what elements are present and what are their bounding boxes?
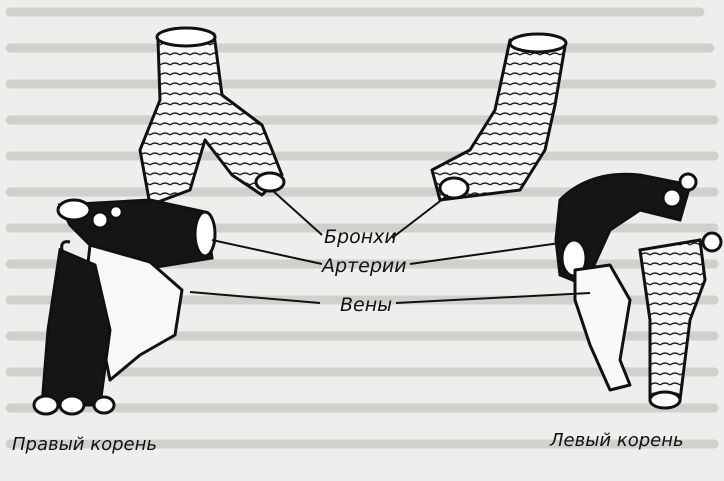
label-bronchi: Бронхи	[324, 226, 397, 248]
caption-right-root: Правый корень	[12, 434, 157, 455]
label-veins: Вены	[340, 294, 392, 316]
left-root-illustration	[432, 34, 721, 408]
caption-left-root: Левый корень	[549, 430, 684, 451]
label-arteries: Артерии	[320, 255, 407, 277]
